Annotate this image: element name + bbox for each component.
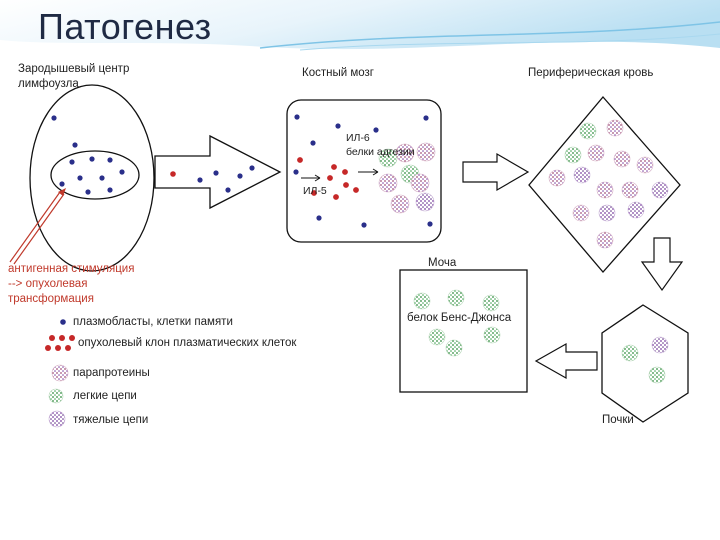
lymph-node-label-line1: Зародышевый центр (18, 63, 130, 75)
legend-swatch-heavy-chains (48, 410, 66, 428)
lymph-node (29, 84, 155, 272)
legend-label-plasmablasts: плазмобласты, клетки памяти (73, 316, 233, 328)
legend-swatch-plasmablasts (60, 319, 66, 325)
stimulation-line3: трансформация (8, 293, 94, 305)
legend-swatch-paraproteins (51, 364, 69, 382)
lymph-cell (107, 187, 113, 193)
adhesion-label: белки адгезии (346, 146, 415, 158)
legend-swatch-light-chains (48, 388, 64, 404)
lymph-node-label-line2: лимфоузла (18, 78, 79, 90)
arrow-to-urine (534, 342, 598, 380)
bone-marrow-label: Костный мозг (302, 67, 374, 79)
lymph-cell (51, 115, 57, 121)
urine-box (399, 269, 528, 393)
stimulation-label: антигенная стимуляция --> опухолевая тра… (8, 262, 134, 307)
blood-label: Периферическая кровь (528, 67, 654, 79)
blood-diamond (528, 96, 681, 273)
lymph-cell (59, 181, 65, 187)
arrow-to-blood (462, 152, 530, 192)
legend-swatch-tumor-clone (45, 335, 75, 351)
lymph-cell (107, 157, 113, 163)
header-decoration (0, 0, 720, 51)
lymph-cell (77, 175, 83, 181)
stimulation-arrows (9, 188, 66, 265)
lymph-cell (85, 189, 91, 195)
urine-label: Моча (428, 257, 457, 269)
legend-label-tumor-clone: опухолевый клон плазматических клеток (78, 337, 297, 349)
lymph-cell (69, 159, 75, 165)
lymph-cell (119, 169, 125, 175)
arrow-to-bone-marrow (154, 134, 282, 210)
bone-marrow-box (286, 99, 442, 243)
arrow-to-kidneys (640, 237, 684, 292)
legend-label-light-chains: легкие цепи (73, 390, 137, 402)
il5-label: ИЛ-5 (303, 185, 327, 197)
bence-jones-label: белок Бенс-Джонса (407, 312, 512, 324)
legend-label-heavy-chains: тяжелые цепи (73, 414, 149, 426)
stimulation-line2: --> опухолевая (8, 278, 88, 290)
kidneys-label: Почки (602, 414, 634, 426)
lymph-cell (89, 156, 95, 162)
lymph-cell (72, 142, 78, 148)
page-title: Патогенез (38, 6, 212, 47)
lymph-node-label: Зародышевый центр лимфоузла (18, 62, 129, 92)
kidney-hexagon (601, 304, 689, 423)
legend-swatches (45, 319, 75, 428)
il6-label: ИЛ-6 (346, 132, 370, 144)
stimulation-line1: антигенная стимуляция (8, 263, 135, 275)
legend-label-paraproteins: парапротеины (73, 367, 150, 379)
lymph-cell (99, 175, 105, 181)
